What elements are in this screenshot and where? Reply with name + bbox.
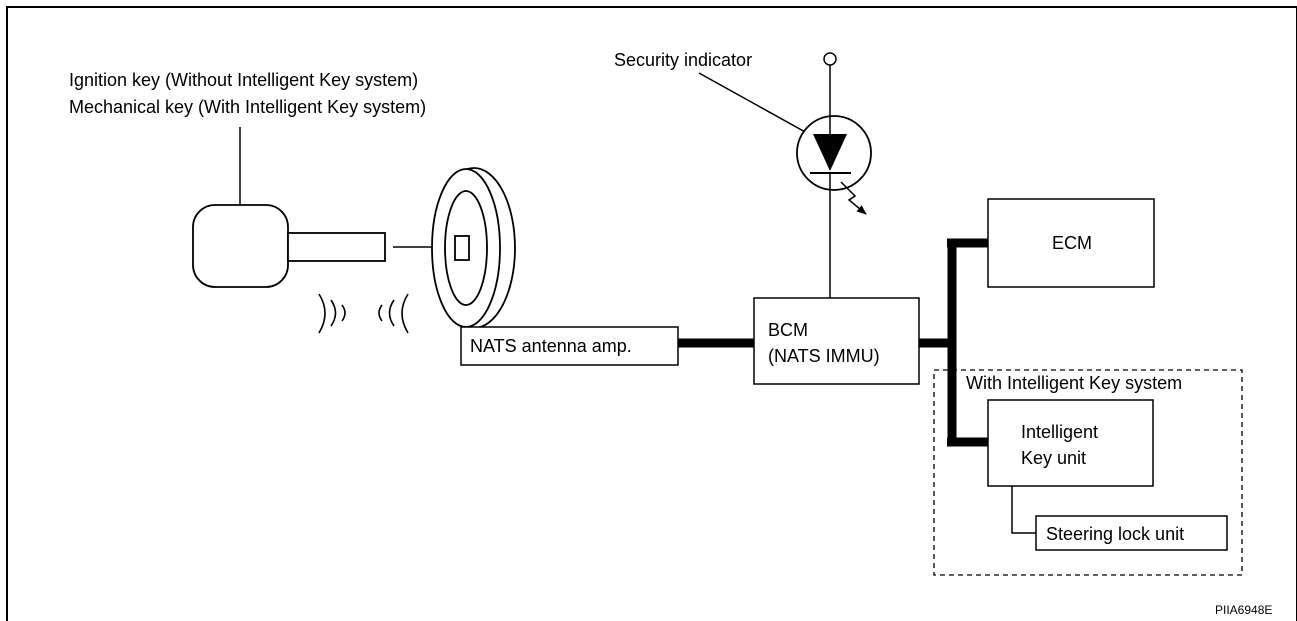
ignition-key-caption: Ignition key (Without Intelligent Key sy… — [69, 70, 418, 90]
steering-lock-wire — [1011, 486, 1036, 534]
ecm-label: ECM — [1052, 233, 1092, 253]
intelligent-key-system-label: With Intelligent Key system — [966, 373, 1182, 393]
antenna-coil-icon — [431, 167, 516, 329]
intelligent-key-unit-box — [987, 399, 1154, 487]
security-indicator-leader — [698, 72, 808, 134]
steering-lock-unit-box — [1035, 515, 1228, 551]
security-indicator-label: Security indicator — [614, 50, 752, 70]
group-label-background — [963, 372, 1239, 396]
led-indicator-icon — [796, 115, 872, 215]
intelligent-key-system-group — [933, 369, 1243, 576]
steering-lock-unit-label: Steering lock unit — [1046, 524, 1184, 544]
nats-antenna-amp-label: NATS antenna amp. — [470, 336, 632, 356]
bcm-label: BCM — [768, 320, 808, 340]
page-frame — [6, 6, 1297, 621]
radio-wave-icon — [318, 293, 409, 334]
intelligent-key-unit-label: Intelligent — [1021, 422, 1098, 442]
nats-antenna-amp-box — [460, 326, 679, 366]
ecm-box — [987, 198, 1155, 288]
mechanical-key-caption: Mechanical key (With Intelligent Key sys… — [69, 97, 426, 117]
bcm-box — [753, 297, 920, 385]
power-terminal — [823, 52, 837, 66]
communication-harness — [678, 238, 988, 447]
bcm-sublabel: (NATS IMMU) — [768, 346, 880, 366]
intelligent-key-unit-sublabel: Key unit — [1021, 448, 1086, 468]
figure-code: PIIA6948E — [1215, 603, 1272, 617]
key-icon — [192, 204, 386, 288]
